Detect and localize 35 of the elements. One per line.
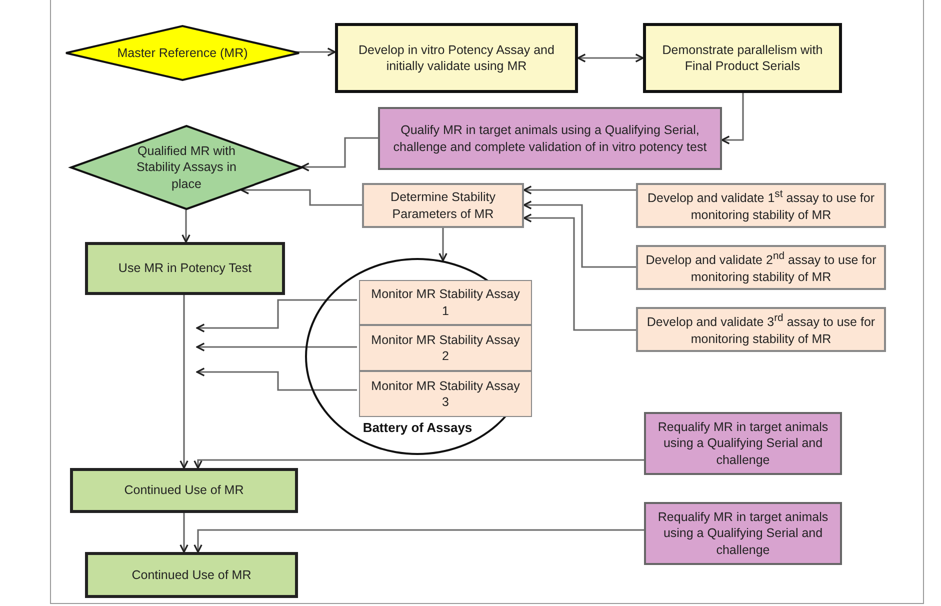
process-box: Develop and validate 1$^{st}$ assay to use for monitoring stability of MR [636,183,886,228]
process-box: Develop in vitro Potency Assay and initially validate using MR [335,23,578,93]
process-box: Continued Use of MR [85,552,298,598]
process-box: Qualify MR in target animals using a Qualifying Serial, challenge and complete validation of in vitro potency test [378,107,722,170]
process-box: Develop and validate 3$^{rd}$ assay to use for monitoring stability of MR [636,307,886,352]
diamond-text: Qualified MR with Stability Assays in place [135,143,238,192]
arrow [523,214,636,331]
group-label: Battery of Assays [362,420,474,435]
arrow [196,342,357,352]
assay-box: Monitor MR Stability Assay 3 [359,371,532,417]
arrow [180,513,188,553]
arrow [194,529,644,553]
arrow [523,186,636,194]
group-ellipse [305,258,530,455]
process-box: Determine Stability Parameters of MR [362,183,524,228]
arrow [196,368,357,391]
arrow [300,137,378,172]
process-box: Develop and validate 2$^{nd}$ assay to use for monitoring stability of MR [636,245,886,290]
arrow [721,93,744,144]
arrow [182,210,190,243]
arrow [196,299,357,332]
assay-box: Monitor MR Stability Assay 1 [359,280,532,325]
arrow [194,459,644,469]
arrow [296,48,336,56]
arrow [438,228,448,262]
process-box: Requalify MR in target animals using a Qualifying Serial and challenge [644,412,842,475]
assay-box: Monitor MR Stability Assay 2 [359,325,532,371]
process-box: Demonstrate parallelism with Final Product Serials [643,23,842,93]
process-box: Use MR in Potency Test [85,242,285,295]
arrow [180,295,188,469]
diamond-text: Master Reference (MR) [117,44,248,62]
arrow [523,200,636,268]
arrow [577,54,644,62]
process-box: Requalify MR in target animals using a Qualifying Serial and challenge [644,502,842,565]
process-box: Continued Use of MR [70,468,298,513]
